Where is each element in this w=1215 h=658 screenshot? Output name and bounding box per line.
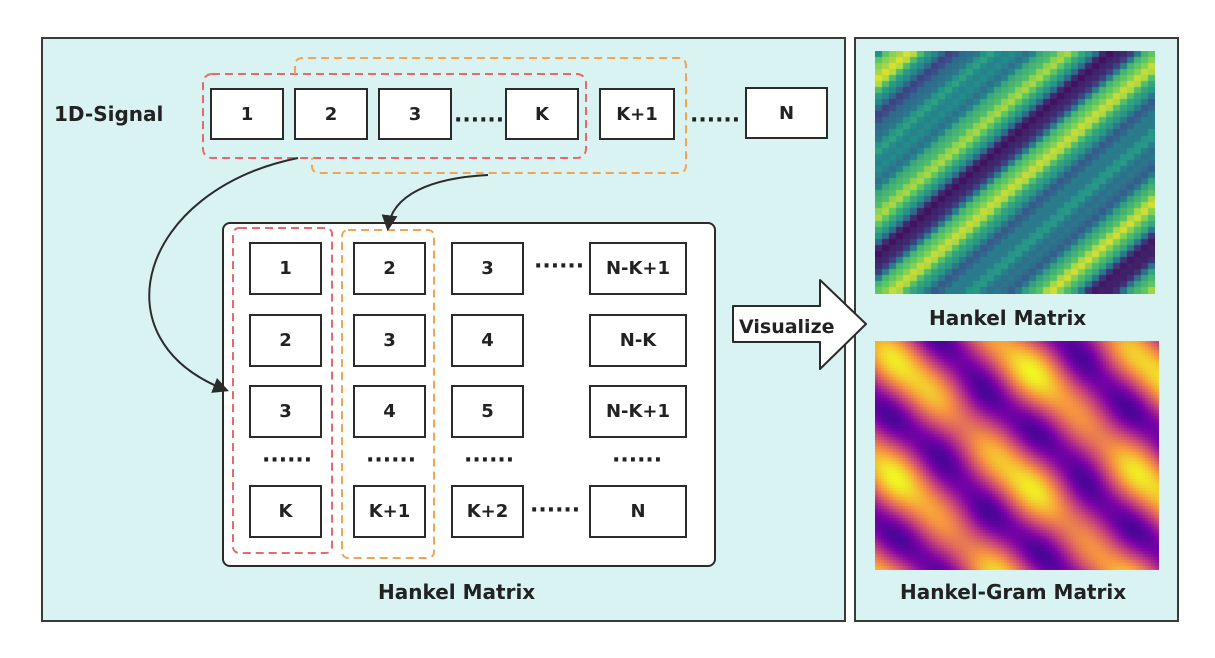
signal-cell-3: 3 [378, 88, 452, 140]
hankel-gram-visual-caption: Hankel-Gram Matrix [900, 580, 1127, 604]
hankel-matrix-caption: Hankel Matrix [378, 580, 536, 604]
hankel-cell-rk-c1: K [249, 485, 322, 538]
hankel-cell-rk-c4: N [589, 485, 687, 538]
signal-label: 1D-Signal [54, 102, 164, 126]
hankel-matrix-heatmap [875, 51, 1155, 294]
hankel-ellipsis-r1: ······ [534, 254, 585, 279]
hankel-cell-r3-c2: 4 [353, 385, 426, 438]
hankel-cell-r3-c1: 3 [249, 385, 322, 438]
hankel-cell-r1-c3: 3 [451, 242, 524, 295]
signal-ellipsis-1: ······ [454, 108, 505, 133]
hankel-ellipsis-c1: ······ [262, 448, 313, 473]
signal-cell-n: N [745, 87, 828, 139]
hankel-gram-heatmap [875, 341, 1159, 570]
hankel-ellipsis-c2: ······ [366, 448, 417, 473]
hankel-cell-r2-c4: N-K [589, 314, 687, 367]
hankel-cell-rk-c2: K+1 [353, 485, 426, 538]
hankel-ellipsis-c3: ······ [464, 448, 515, 473]
signal-cell-k-plus-1: K+1 [599, 88, 675, 140]
signal-ellipsis-2: ······ [690, 108, 741, 133]
signal-cell-1: 1 [210, 88, 284, 140]
signal-cell-2: 2 [294, 88, 368, 140]
hankel-cell-r3-c4: N-K+1 [589, 385, 687, 438]
hankel-cell-r1-c4: N-K+1 [589, 242, 687, 295]
hankel-visual-caption: Hankel Matrix [929, 306, 1087, 330]
hankel-cell-r2-c1: 2 [249, 314, 322, 367]
signal-cell-k: K [505, 88, 579, 140]
hankel-cell-r2-c2: 3 [353, 314, 426, 367]
hankel-cell-r3-c3: 5 [451, 385, 524, 438]
hankel-cell-r1-c2: 2 [353, 242, 426, 295]
hankel-ellipsis-c4: ······ [612, 448, 663, 473]
hankel-cell-rk-c3: K+2 [451, 485, 524, 538]
hankel-cell-r1-c1: 1 [249, 242, 322, 295]
hankel-ellipsis-rk: ······ [530, 498, 581, 523]
hankel-cell-r2-c3: 4 [451, 314, 524, 367]
